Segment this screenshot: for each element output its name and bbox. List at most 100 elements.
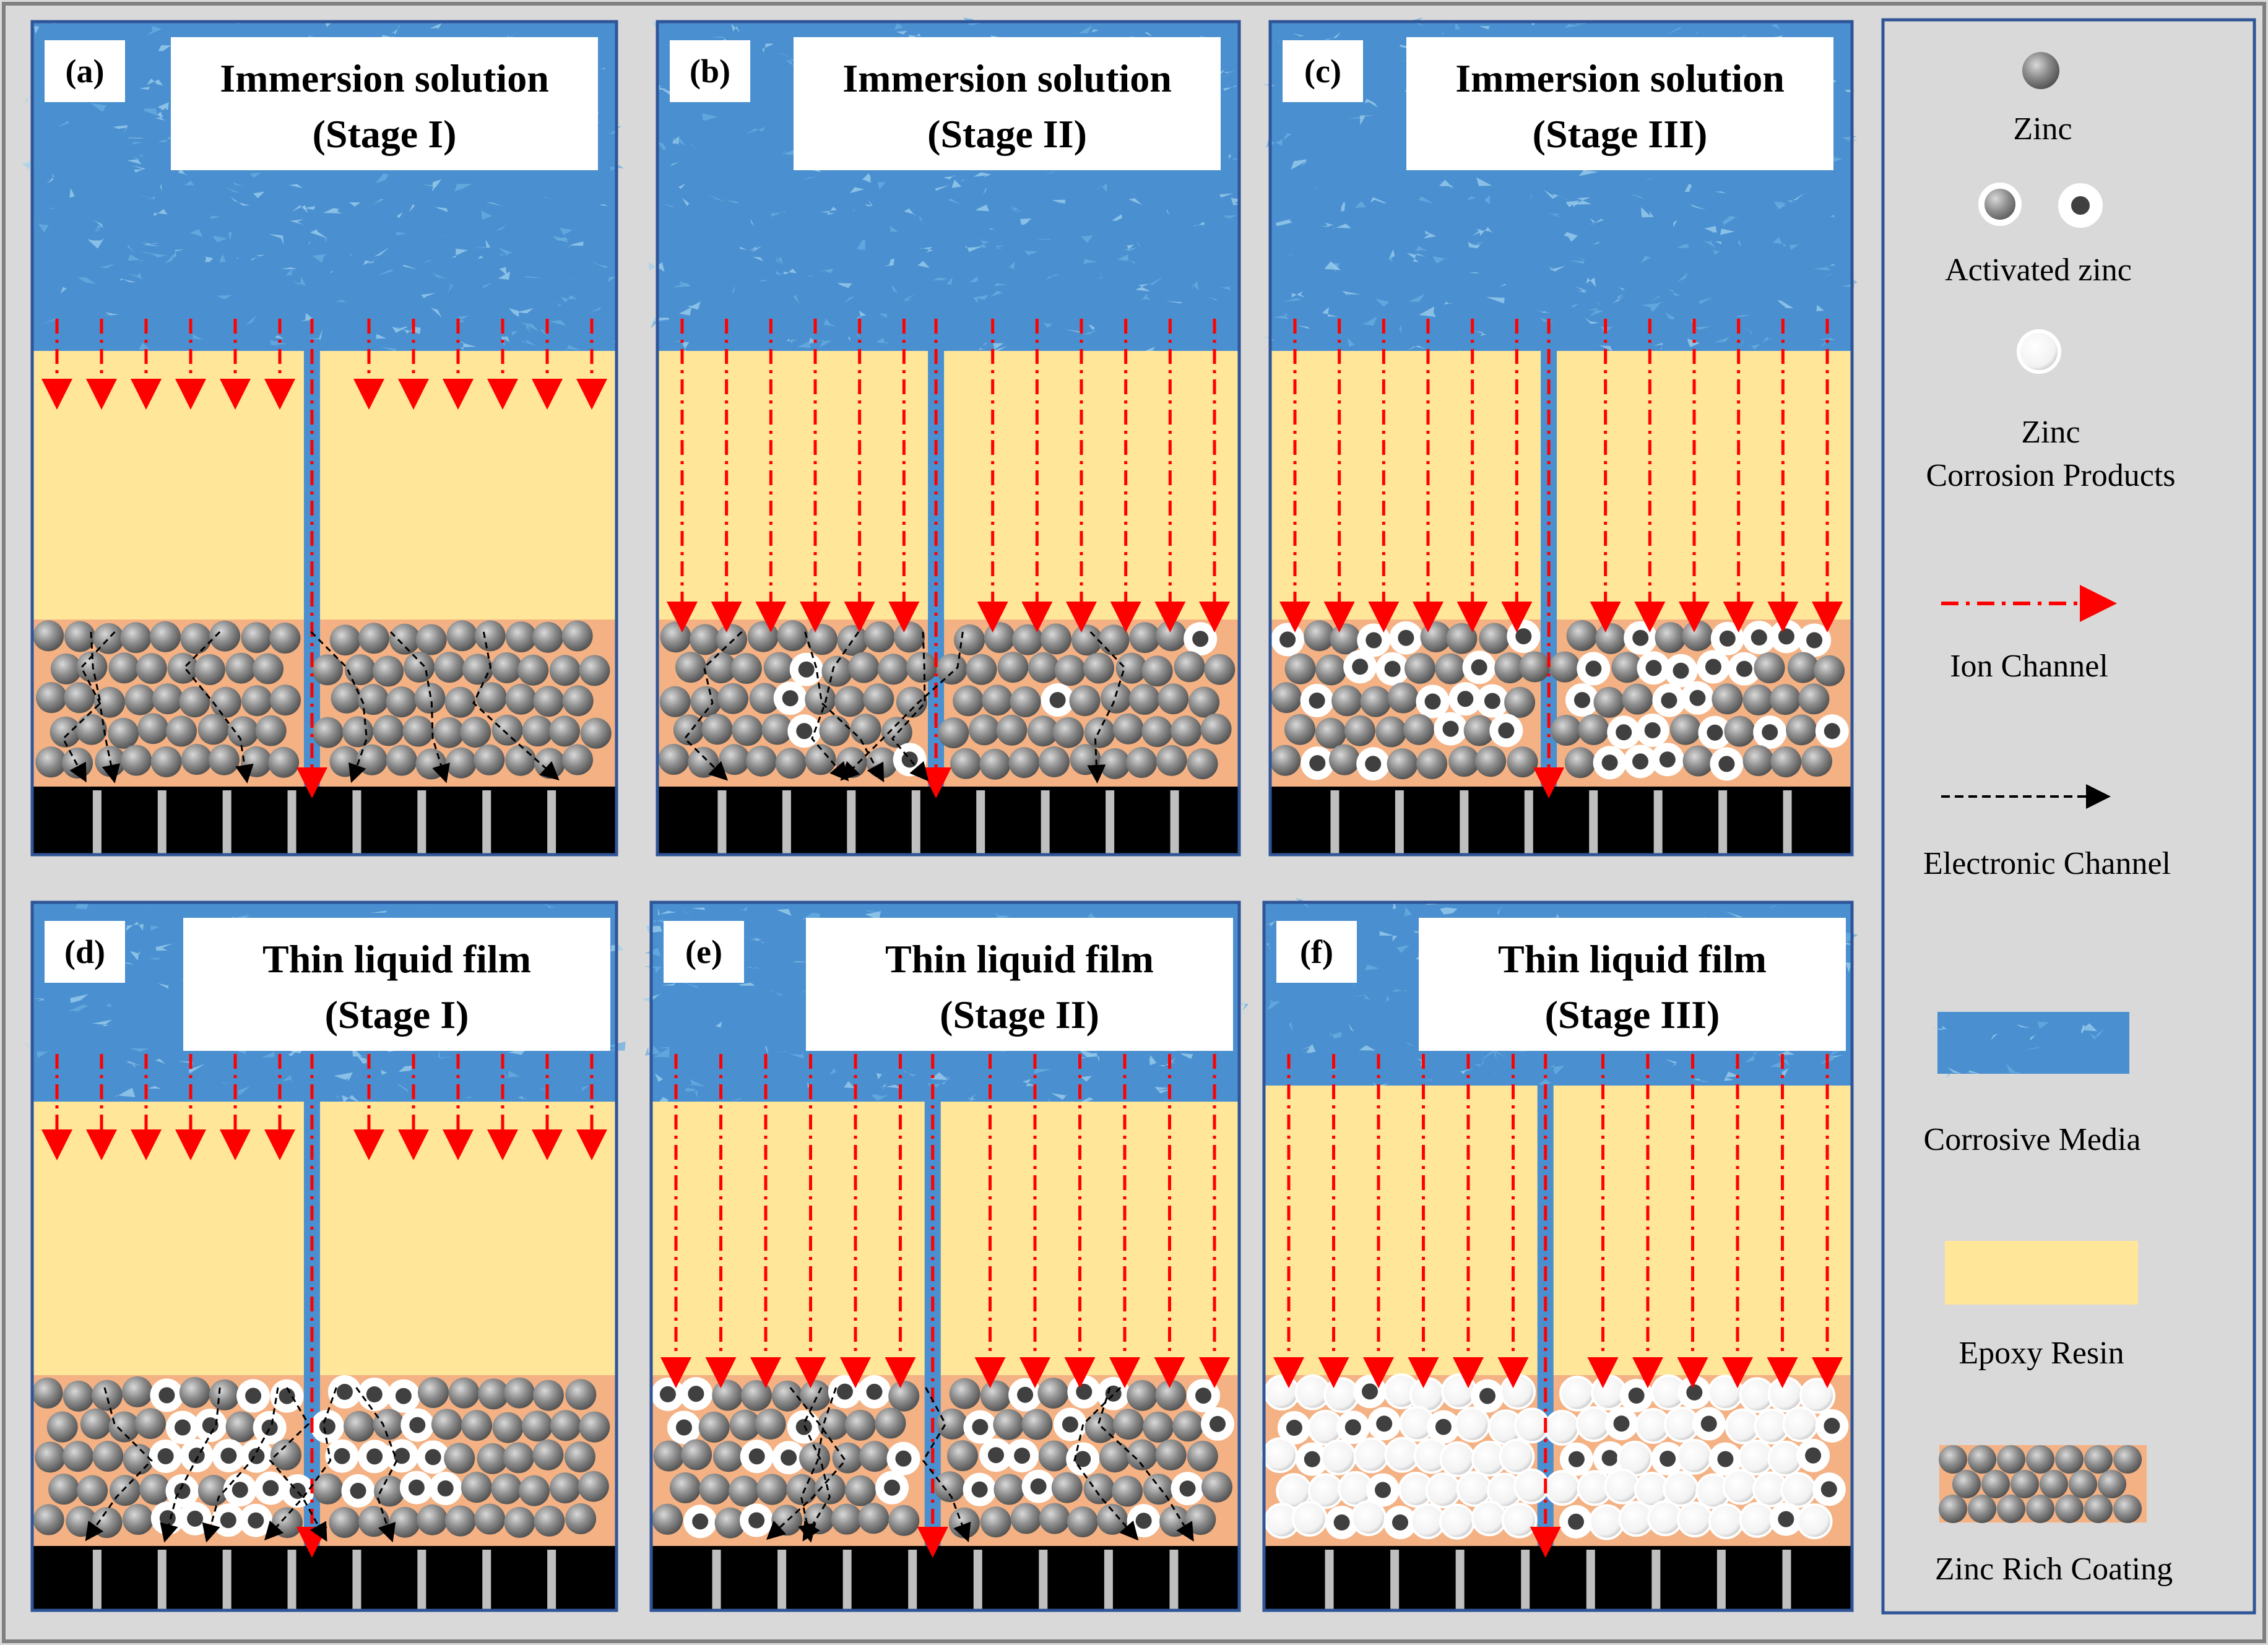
corrosion-product-particle [1353, 1437, 1390, 1474]
zinc-particle [1127, 1439, 1158, 1470]
zinc-particle [1010, 686, 1041, 717]
zinc-particle [505, 621, 537, 653]
zinc-particle [1141, 655, 1173, 687]
panel-c: (c)Immersion solution(Stage III) [1261, 17, 1859, 857]
zinc-particle [579, 1411, 610, 1443]
corrosion-product-particle [1559, 1375, 1595, 1412]
electronic-channel-path [85, 1387, 153, 1542]
zinc-particle [373, 1409, 404, 1440]
zinc-particle [1271, 682, 1302, 714]
zinc-particle [705, 652, 737, 684]
zinc-particle [1682, 745, 1714, 777]
zinc-particle [1754, 652, 1785, 684]
corrosion-product-particle [1663, 1470, 1699, 1507]
zinc-particle [1127, 1379, 1158, 1411]
zinc-particle [491, 652, 522, 683]
zinc-particle [36, 682, 67, 714]
zinc-particle [549, 1472, 581, 1504]
panel-frame [649, 900, 1241, 1612]
corrosion-product-particle [1351, 1500, 1387, 1536]
panel-title-box [183, 918, 610, 1051]
zinc-particle [982, 684, 1013, 716]
legend-frame [1881, 18, 2256, 1615]
zinc-particle [1724, 715, 1755, 747]
zinc-particle [1187, 1440, 1218, 1472]
zinc-rich-coating-swatch [1939, 1445, 2147, 1523]
zinc-particle [1330, 623, 1361, 655]
zinc-particle [658, 744, 690, 775]
zinc-particle [660, 621, 691, 653]
electronic-channel-path [183, 631, 254, 784]
panel-tag-box [45, 40, 125, 102]
corrosion-product-particle [1262, 1437, 1298, 1474]
panel-frame [30, 900, 618, 1612]
corrosion-product-particle [1454, 1406, 1491, 1443]
zinc-particle [137, 713, 169, 745]
zinc-particle [108, 652, 140, 684]
panel-title-box [1419, 918, 1846, 1051]
zinc-particle [92, 1441, 124, 1472]
zinc-particle [1098, 624, 1130, 656]
zinc-particle [134, 1408, 166, 1440]
zinc-particle [1304, 620, 1335, 652]
zinc-particle [312, 1473, 344, 1505]
zinc-particle [209, 620, 241, 652]
zinc-particle [775, 748, 807, 779]
panel-stage-label: (Stage I) [313, 112, 457, 156]
zinc-particle [850, 714, 881, 745]
corrosion-product-particle [1722, 1469, 1759, 1505]
zinc-particle [863, 683, 894, 715]
zinc-particle [534, 748, 565, 779]
zinc-particle [815, 1473, 846, 1505]
zinc-particle [997, 652, 1029, 683]
zinc-particle [1387, 682, 1419, 714]
zinc-particle [1344, 715, 1375, 746]
zinc-particle [863, 621, 895, 652]
panel-tag-box [1276, 921, 1357, 983]
corrosion-product-particle [1323, 1377, 1360, 1414]
zinc-particle [1155, 1439, 1187, 1470]
zinc-particle [476, 682, 507, 714]
zinc-particle [356, 744, 387, 775]
zinc-particle [64, 682, 95, 714]
zinc-particle [1158, 683, 1189, 715]
zinc-particle [1814, 655, 1845, 686]
zinc-particle [1595, 623, 1627, 654]
zinc-particle [1655, 622, 1686, 654]
legend-electronic-channel-label: Electronic Channel [1923, 846, 2171, 881]
zinc-particle [1798, 683, 1830, 715]
electronic-channel-path [766, 1387, 847, 1540]
zinc-particle [550, 1410, 581, 1441]
zinc-particle [1742, 684, 1774, 715]
epoxy-resin-layer [32, 351, 617, 620]
zinc-particle [329, 624, 361, 656]
corrosion-product-particle [1263, 1375, 1300, 1411]
zinc-particle [1028, 715, 1058, 747]
zinc-particle [93, 623, 124, 654]
zinc-particle [108, 717, 139, 749]
panel-frame [30, 20, 618, 857]
epoxy-resin-layer [1264, 1086, 1852, 1375]
zinc-particle [1315, 717, 1346, 749]
zinc-particle [888, 1380, 920, 1412]
zinc-particle [701, 714, 733, 745]
zinc-particle [729, 1409, 761, 1441]
zinc-particle [1021, 1409, 1053, 1440]
zinc-particle [653, 1440, 685, 1472]
zinc-particle [1172, 1410, 1204, 1442]
zinc-particle [1403, 714, 1435, 745]
zinc-particle [533, 686, 565, 717]
legend-zinc-icon [2022, 52, 2059, 89]
zinc-particle [834, 686, 866, 717]
zinc-particle [1479, 623, 1510, 654]
zinc-particle [746, 745, 777, 777]
zinc-particle [534, 1505, 565, 1537]
zinc-particle [652, 1503, 683, 1535]
corrosion-product-particle [1513, 1468, 1549, 1505]
zinc-particle [1084, 1412, 1116, 1443]
electronic-channel-path [802, 1387, 831, 1542]
corrosion-product-particle [1439, 1441, 1476, 1477]
zinc-particle [33, 620, 64, 652]
zinc-particle [225, 1411, 257, 1443]
